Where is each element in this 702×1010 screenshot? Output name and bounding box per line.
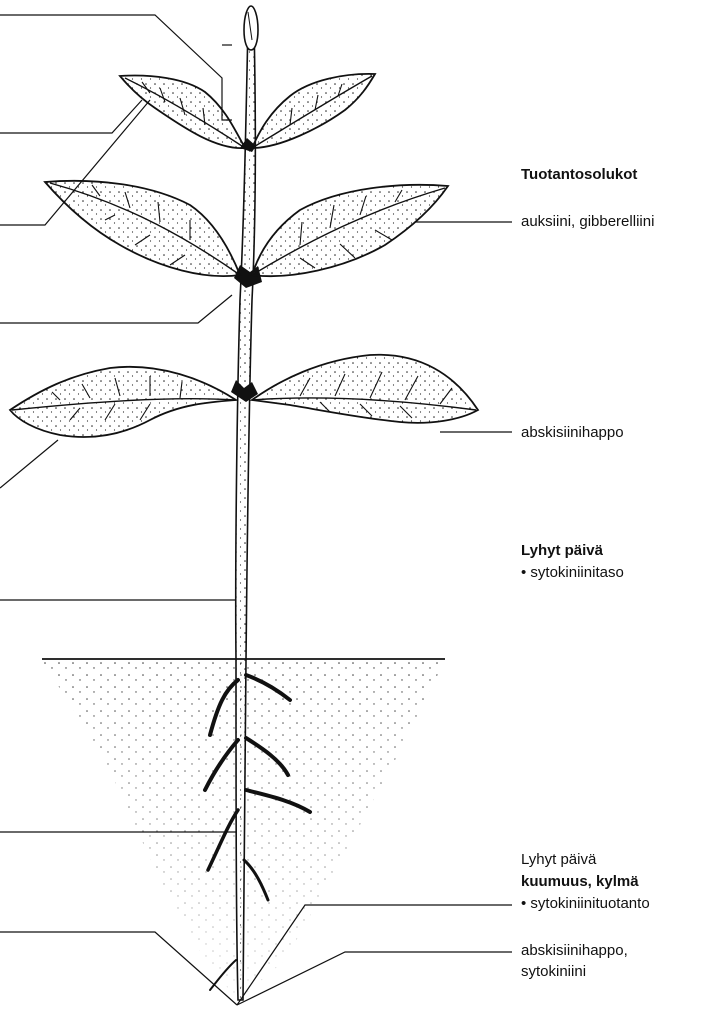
production-cells-title: Tuotantosolukot bbox=[521, 165, 637, 184]
leaf-mid-left bbox=[45, 181, 240, 276]
leaf-mid-right bbox=[252, 185, 448, 276]
leaf-top-left bbox=[120, 76, 245, 149]
leaf-top-right bbox=[252, 74, 375, 148]
auxin-gibberellin-label: auksiini, gibberelliini bbox=[521, 212, 654, 231]
apical-bud bbox=[244, 6, 258, 50]
leaf-low-left bbox=[10, 367, 236, 437]
leaf-low-right bbox=[252, 355, 478, 423]
cytokinin-production-item: • sytokiniinituotanto bbox=[521, 894, 650, 913]
short-day-title: Lyhyt päivä bbox=[521, 541, 603, 560]
root-hormones-label-2: sytokiniini bbox=[521, 962, 586, 981]
cytokinin-level-item: • sytokiniinitaso bbox=[521, 563, 624, 582]
short-day-roots-title: Lyhyt päivä bbox=[521, 850, 596, 869]
abscisic-acid-label: abskisiinihappo bbox=[521, 423, 624, 442]
root-hormones-label-1: abskisiinihappo, bbox=[521, 941, 628, 960]
heat-cold-label: kuumuus, kylmä bbox=[521, 872, 639, 891]
